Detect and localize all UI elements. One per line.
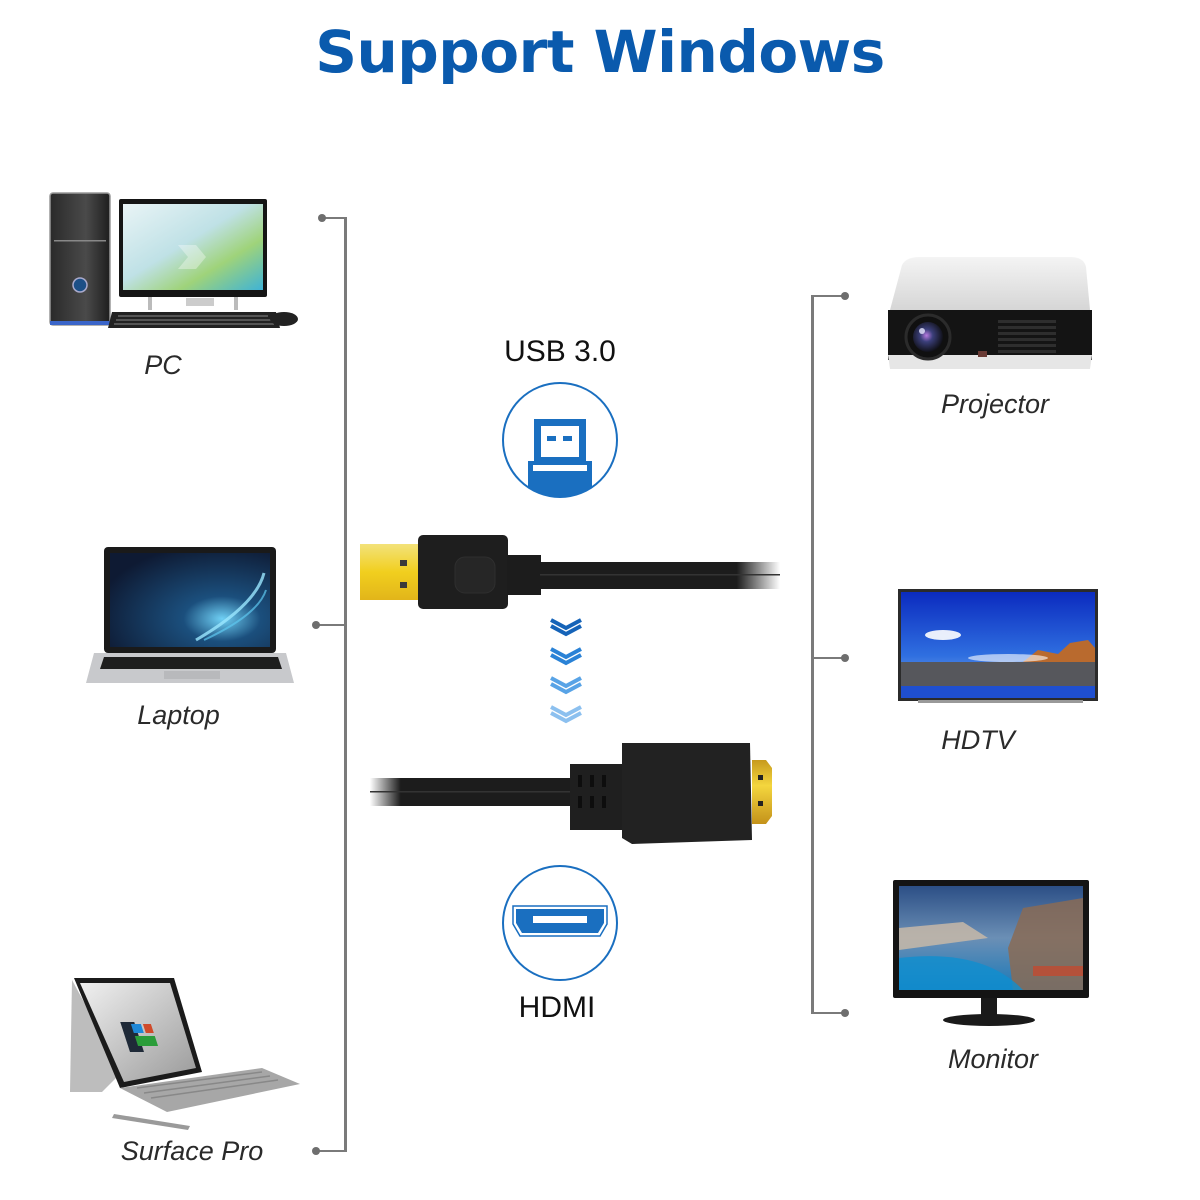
device-label-pc: PC — [144, 350, 182, 380]
hdmi-icon — [502, 865, 618, 981]
device-label-projector: Projector — [940, 389, 1050, 419]
usb-connector-icon — [360, 535, 780, 609]
tv-icon — [898, 589, 1098, 703]
device-label-monitor: Monitor — [947, 1044, 1039, 1074]
direction-arrows — [548, 614, 584, 724]
usb-cable — [355, 530, 785, 610]
right-bracket-tick-projector — [811, 295, 845, 297]
left-bracket-tick-laptop — [316, 624, 346, 626]
device-projector: Projector — [880, 255, 1100, 435]
device-laptop: Laptop — [86, 545, 296, 735]
right-bracket-dot-projector — [841, 292, 849, 300]
right-bracket-dot-hdtv — [841, 654, 849, 662]
usb-badge — [501, 381, 619, 499]
device-monitor: Monitor — [893, 878, 1093, 1078]
device-pc: PC — [48, 190, 308, 390]
device-hdtv: HDTV — [898, 588, 1103, 758]
hdmi-label: HDMI — [518, 991, 596, 1024]
left-bracket-vertical — [344, 217, 347, 1152]
hdmi-badge — [501, 864, 619, 982]
left-bracket-dot-pc — [318, 214, 326, 222]
hdmi-connector-icon — [370, 743, 772, 844]
usb-icon — [502, 382, 618, 498]
right-bracket-vertical — [811, 295, 814, 1014]
monitor-icon — [893, 880, 1089, 1026]
hdmi-cable — [370, 740, 780, 850]
device-label-laptop: Laptop — [137, 700, 220, 730]
right-bracket-dot-monitor — [841, 1009, 849, 1017]
right-bracket-tick-monitor — [811, 1012, 845, 1014]
device-surface-pro: Surface Pro — [62, 972, 312, 1172]
usb-label: USB 3.0 — [504, 335, 616, 368]
desktop-pc-icon — [49, 192, 298, 328]
device-label-hdtv: HDTV — [941, 725, 1015, 755]
laptop-icon — [86, 547, 294, 683]
device-label-surface-pro: Surface Pro — [120, 1136, 264, 1166]
projector-icon — [888, 257, 1092, 369]
left-bracket-tick-surface — [316, 1150, 346, 1152]
tablet-icon — [70, 978, 300, 1130]
left-bracket-dot-surface — [312, 1147, 320, 1155]
right-bracket-tick-hdtv — [811, 657, 845, 659]
left-bracket-tick-pc — [322, 217, 346, 219]
left-bracket-dot-laptop — [312, 621, 320, 629]
page-title: Support Windows — [315, 18, 885, 86]
chevron-down-icon — [550, 618, 582, 724]
